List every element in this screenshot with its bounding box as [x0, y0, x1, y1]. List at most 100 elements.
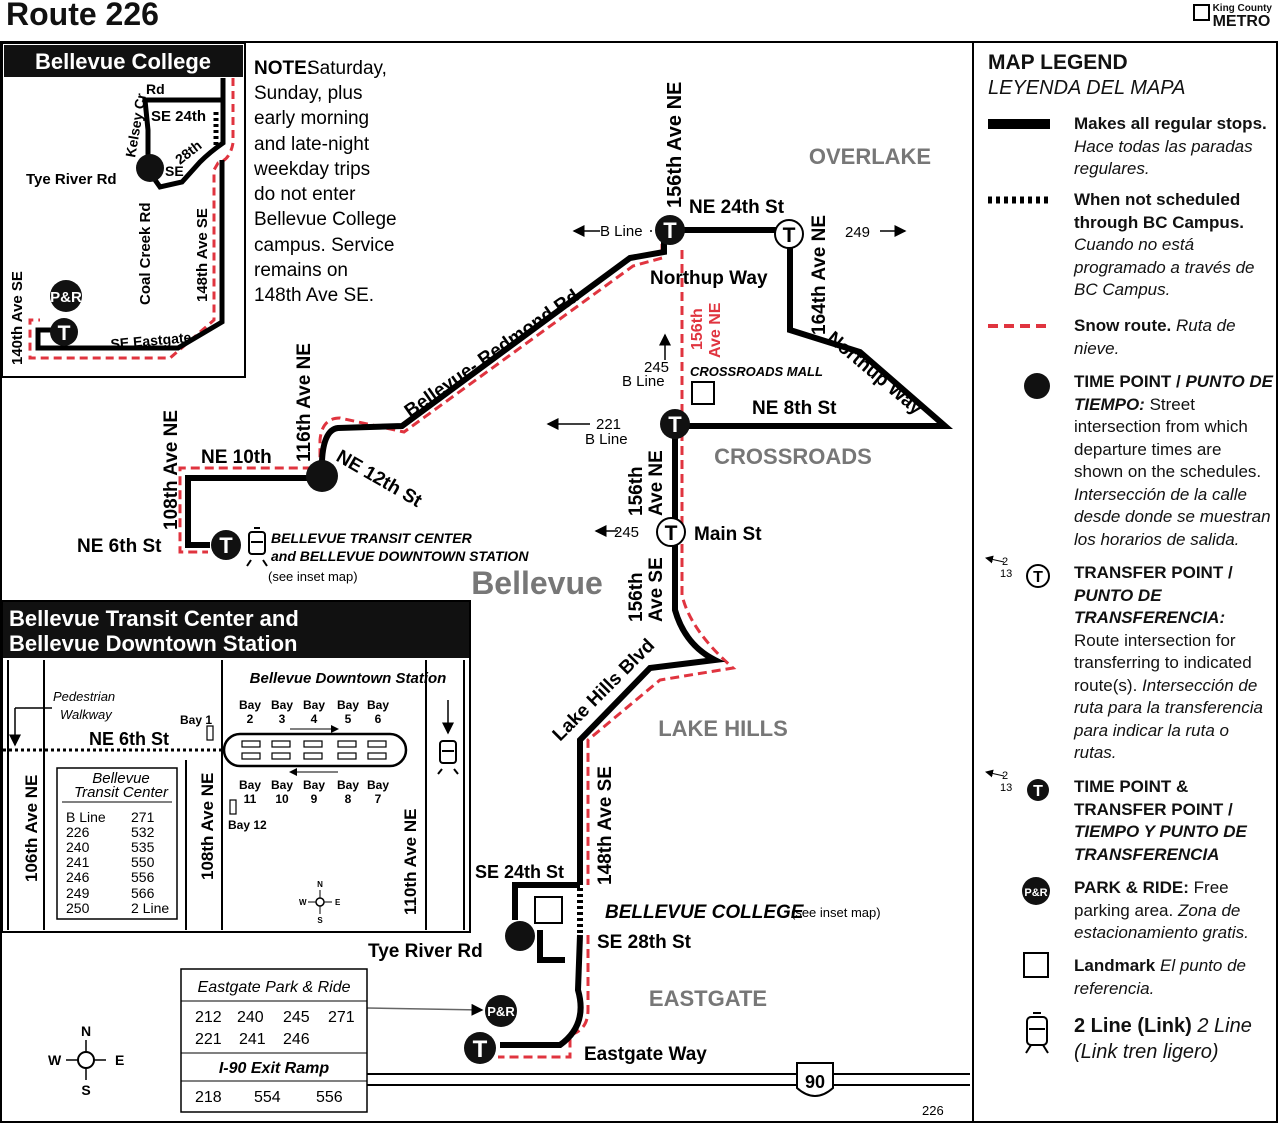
- btc-route: 556: [131, 869, 155, 885]
- page-title: Route 226: [6, 0, 159, 32]
- btc-route: 240: [66, 839, 90, 855]
- street-ne-24th: NE 24th St: [689, 197, 785, 218]
- bc-park-and-ride-icon[interactable]: P&R: [50, 280, 82, 312]
- route-b-line-2: B Line: [622, 373, 665, 390]
- svg-text:13: 13: [1000, 568, 1012, 580]
- ramp-route: 554: [254, 1089, 281, 1106]
- svg-text:2: 2: [1002, 770, 1008, 782]
- btc-route: 250: [66, 900, 90, 916]
- legend-time-point-icon: [1024, 373, 1050, 399]
- legend-transfer-point-icon: 2 13 T: [985, 555, 1050, 588]
- snow-156th-label: 156th: [689, 308, 706, 350]
- btc-bay1: Bay 1: [180, 713, 212, 727]
- transfer-point-icon[interactable]: T: [660, 409, 690, 439]
- route-number-footer: 226: [922, 1103, 944, 1118]
- transfer-point-icon[interactable]: T: [464, 1032, 496, 1064]
- bc-transfer-point-icon[interactable]: T: [50, 318, 78, 346]
- street-ne-6th: NE 6th St: [77, 536, 162, 557]
- svg-text:T: T: [1033, 783, 1043, 800]
- bay-label: Bay: [367, 778, 389, 792]
- legend-snow-route: Snow route. Ruta de nieve.: [1074, 316, 1236, 358]
- transfer-point-icon[interactable]: T: [774, 219, 804, 249]
- snow-ave-ne-label: Ave NE: [707, 302, 724, 358]
- route-249: 249: [845, 224, 870, 241]
- btc-108th: 108th Ave NE: [198, 773, 217, 880]
- ramp-route: 218: [195, 1089, 222, 1106]
- svg-text:13: 13: [1000, 782, 1012, 794]
- svg-text:S: S: [317, 916, 323, 925]
- bay-label: Bay: [271, 778, 293, 792]
- bay-number: 9: [311, 792, 318, 806]
- bc-see-inset: (see inset map): [791, 905, 881, 920]
- bc-coal-creek: Coal Creek Rd: [137, 202, 154, 305]
- compass-e: E: [115, 1052, 124, 1068]
- legend-title: MAP LEGEND: [988, 51, 1128, 74]
- transfer-point-icon[interactable]: T: [211, 530, 241, 560]
- street-156th-line1: 156th: [626, 466, 647, 516]
- eastgate-route: 246: [283, 1031, 310, 1048]
- eastgate-route: 245: [283, 1009, 310, 1026]
- bay-number: 6: [375, 712, 382, 726]
- bc-140th: 140th Ave SE: [9, 271, 26, 365]
- street-108th-ave-ne: 108th Ave NE: [161, 410, 182, 530]
- bellevue-college-landmark-icon: [534, 896, 563, 924]
- bay-label: Bay: [337, 698, 359, 712]
- compass-s: S: [81, 1082, 90, 1098]
- crossroads-mall-landmark-icon: [691, 381, 715, 405]
- bus-bay-island: [222, 732, 408, 768]
- note-line: Sunday, plus: [254, 83, 362, 104]
- note-label: NOTE:: [254, 58, 313, 79]
- legend-landmark: Landmark El punto de referencia.: [1074, 956, 1246, 998]
- transfer-point-icon[interactable]: T: [656, 517, 686, 547]
- svg-text:W: W: [299, 898, 307, 907]
- street-eastgate-way: Eastgate Way: [584, 1044, 707, 1065]
- eastgate-route: 241: [239, 1031, 266, 1048]
- route-245: 245: [644, 359, 669, 376]
- bay-label: Bay: [239, 778, 261, 792]
- bay-number: 4: [311, 712, 318, 726]
- street-northup-way-diagonal: Northup Way: [823, 328, 927, 420]
- street-156th-se-line2: Ave SE: [646, 557, 667, 622]
- bay-label: Bay: [303, 778, 325, 792]
- bc-se-eastgate: SE Eastgate: [110, 329, 192, 352]
- legend-not-scheduled-icon: [988, 196, 1050, 204]
- bay-number: 2: [247, 712, 254, 726]
- svg-text:T: T: [663, 218, 677, 243]
- note-line: and late-night: [254, 134, 370, 155]
- street-164th-ave-ne: 164th Ave NE: [809, 215, 830, 335]
- svg-text:T: T: [783, 224, 796, 247]
- time-point-icon[interactable]: [505, 921, 535, 951]
- route-b-line: B Line: [600, 223, 643, 240]
- svg-text:T: T: [219, 533, 233, 558]
- bay-label: Bay: [303, 698, 325, 712]
- btc-route: 249: [66, 885, 90, 901]
- time-point-icon[interactable]: [306, 460, 338, 492]
- transfer-point-icon[interactable]: T: [655, 215, 685, 245]
- legend-time-transfer: TIME POINT & TRANSFER POINT / TIEMPO Y P…: [1074, 777, 1247, 864]
- street-ne-8th: NE 8th St: [752, 398, 837, 419]
- i90-freeway: [365, 1073, 970, 1086]
- park-and-ride-icon[interactable]: P&R: [485, 995, 517, 1027]
- legend-regular-line-icon: [988, 119, 1050, 129]
- bc-se-24th: SE 24th: [151, 108, 206, 125]
- bc-time-point-icon[interactable]: [136, 154, 164, 182]
- street-156th-ave-ne: 156th Ave NE: [664, 82, 686, 208]
- btc-title-line1: Bellevue Transit Center and: [9, 606, 299, 631]
- note-line: do not enter: [254, 184, 356, 205]
- btc-compass-icon: N S E W: [299, 880, 341, 925]
- legend-regular: Makes all regular stops.Hace todas las p…: [1074, 114, 1267, 178]
- street-ne-12th: NE 12th St: [333, 446, 426, 512]
- bc-tye-river: Tye River Rd: [26, 171, 117, 188]
- svg-text:T: T: [473, 1036, 488, 1063]
- bellevue-college-label: BELLEVUE COLLEGE: [605, 902, 805, 923]
- note-line: Bellevue College: [254, 209, 397, 230]
- btc-route: 241: [66, 854, 90, 870]
- svg-text:P&R: P&R: [1024, 887, 1047, 899]
- ramp-title: I-90 Exit Ramp: [219, 1060, 329, 1077]
- btc-route: B Line: [66, 809, 106, 825]
- btc-bay12: Bay 12: [228, 818, 267, 832]
- note-line: early morning: [254, 108, 369, 129]
- svg-text:2: 2: [1002, 556, 1008, 568]
- street-bellevue-redmond-rd: Bellevue- Redmond Rd: [401, 286, 583, 422]
- svg-text:E: E: [335, 898, 341, 907]
